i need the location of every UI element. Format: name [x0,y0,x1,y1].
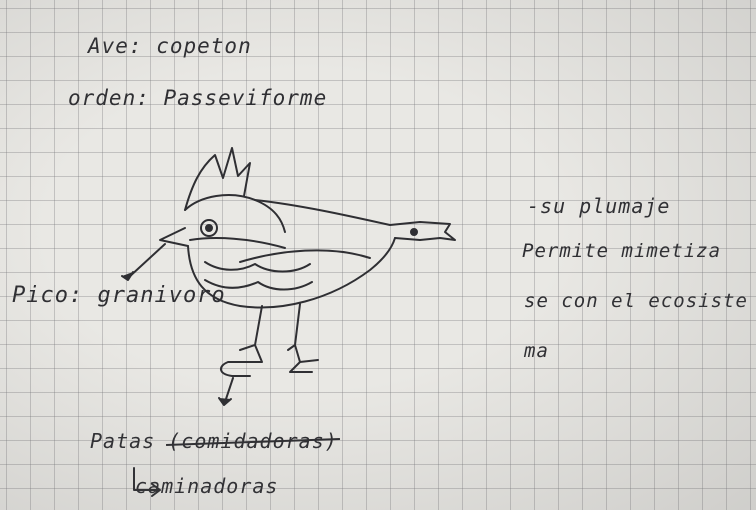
bird-back [255,200,455,240]
plumage-note-line: Permite mimetiza [522,240,721,262]
bird-name-label: Ave: copeton [88,34,252,58]
bird-crest [185,148,250,210]
bird-beak [160,228,188,246]
legs-label-prefix: Patas [90,429,168,453]
bird-leg-left [221,306,262,376]
plumage-note-line: se con el ecosiste [524,290,748,312]
plumage-note-line: ma [524,340,549,362]
plumage-note-line: -su plumaje [527,194,670,218]
legs-label-struck: (comidadoras) [168,429,338,453]
legs-label: Patas (comidadoras) [90,429,338,453]
bird-wing [240,250,370,262]
legs-arrow-text: caminadoras [135,474,278,498]
bird-leg-right [288,304,318,372]
bird-head [185,195,285,232]
order-label: orden: Passeviforme [68,86,327,110]
beak-label: Pico: granivoro [12,283,226,308]
